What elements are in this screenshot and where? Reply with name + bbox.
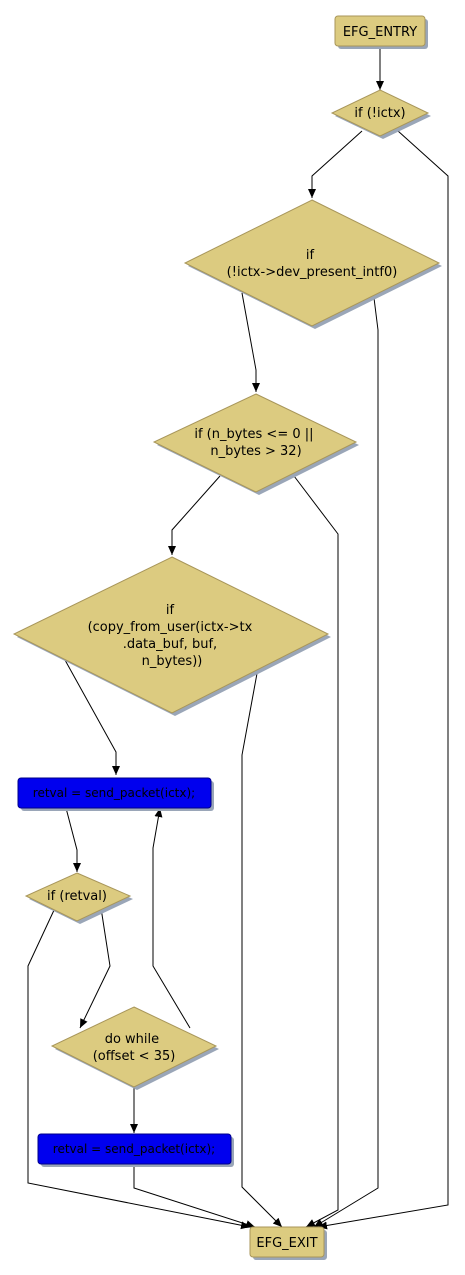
if-dev-present-line-1: if	[306, 248, 315, 263]
edge-if-ictx-to-exit	[317, 130, 449, 1230]
if-n-bytes-line-1: if (n_bytes <= 0 ||	[194, 427, 313, 442]
exit-node: EFG_EXIT	[249, 1226, 327, 1260]
if-dev-present-node: if (!ictx->dev_present_intf0)	[183, 199, 442, 329]
if-dev-present-line-2: (!ictx->dev_present_intf0)	[227, 265, 398, 280]
if-retval-label: if (retval)	[47, 889, 107, 904]
edge-if-dev-present-to-if-n-bytes	[241, 292, 260, 392]
edge-do-while-to-send-packet-1	[152, 807, 191, 1029]
edges	[27, 46, 449, 1230]
edge-if-n-bytes-to-if-copy	[168, 475, 221, 555]
do-while-node: do while (offset < 35)	[50, 1006, 219, 1090]
send-packet-1-node: retval = send_packet(ictx);	[17, 777, 214, 811]
send-packet-1-label: retval = send_packet(ictx);	[33, 786, 195, 800]
if-copy-line-4: n_bytes))	[142, 654, 203, 669]
send-packet-2-label: retval = send_packet(ictx);	[53, 1142, 215, 1156]
send-packet-2-node: retval = send_packet(ictx);	[37, 1133, 234, 1167]
if-copy-line-1: if	[166, 603, 175, 618]
entry-label: EFG_ENTRY	[343, 25, 417, 40]
if-copy-line-2: (copy_from_user(ictx->tx	[88, 620, 253, 635]
if-n-bytes-label: if (n_bytes <= 0 || n_bytes > 32)	[194, 427, 317, 459]
if-n-bytes-node: if (n_bytes <= 0 || n_bytes > 32)	[152, 393, 359, 495]
exit-label: EFG_EXIT	[256, 1236, 317, 1251]
do-while-line-2: (offset < 35)	[93, 1049, 176, 1064]
edge-if-copy-to-exit	[241, 667, 283, 1228]
edge-if-copy-to-send-packet-1	[64, 659, 120, 775]
edge-if-ictx-to-if-dev-present	[308, 130, 363, 198]
edge-send-packet-2-to-exit	[133, 1163, 256, 1229]
edge-if-dev-present-to-exit	[313, 297, 379, 1228]
if-retval-node: if (retval)	[24, 872, 133, 924]
entry-node: EFG_ENTRY	[334, 15, 428, 49]
if-ictx-node: if (!ictx)	[330, 89, 431, 139]
if-copy-from-user-label: if (copy_from_user(ictx->tx .data_buf, b…	[88, 603, 257, 669]
if-copy-from-user-node: if (copy_from_user(ictx->tx .data_buf, b…	[12, 556, 331, 716]
if-copy-line-3: .data_buf, buf,	[123, 637, 217, 652]
edge-send-packet-1-to-if-retval	[65, 807, 81, 872]
edge-if-n-bytes-to-exit	[293, 475, 339, 1228]
if-n-bytes-line-2: n_bytes > 32)	[210, 444, 301, 459]
edge-if-retval-to-exit	[27, 907, 251, 1230]
if-dev-present-label: if (!ictx->dev_present_intf0)	[227, 248, 398, 280]
do-while-line-1: do while	[105, 1032, 159, 1047]
if-ictx-label: if (!ictx)	[354, 106, 405, 121]
edge-if-retval-to-do-while	[79, 907, 111, 1029]
do-while-label: do while (offset < 35)	[93, 1032, 176, 1064]
